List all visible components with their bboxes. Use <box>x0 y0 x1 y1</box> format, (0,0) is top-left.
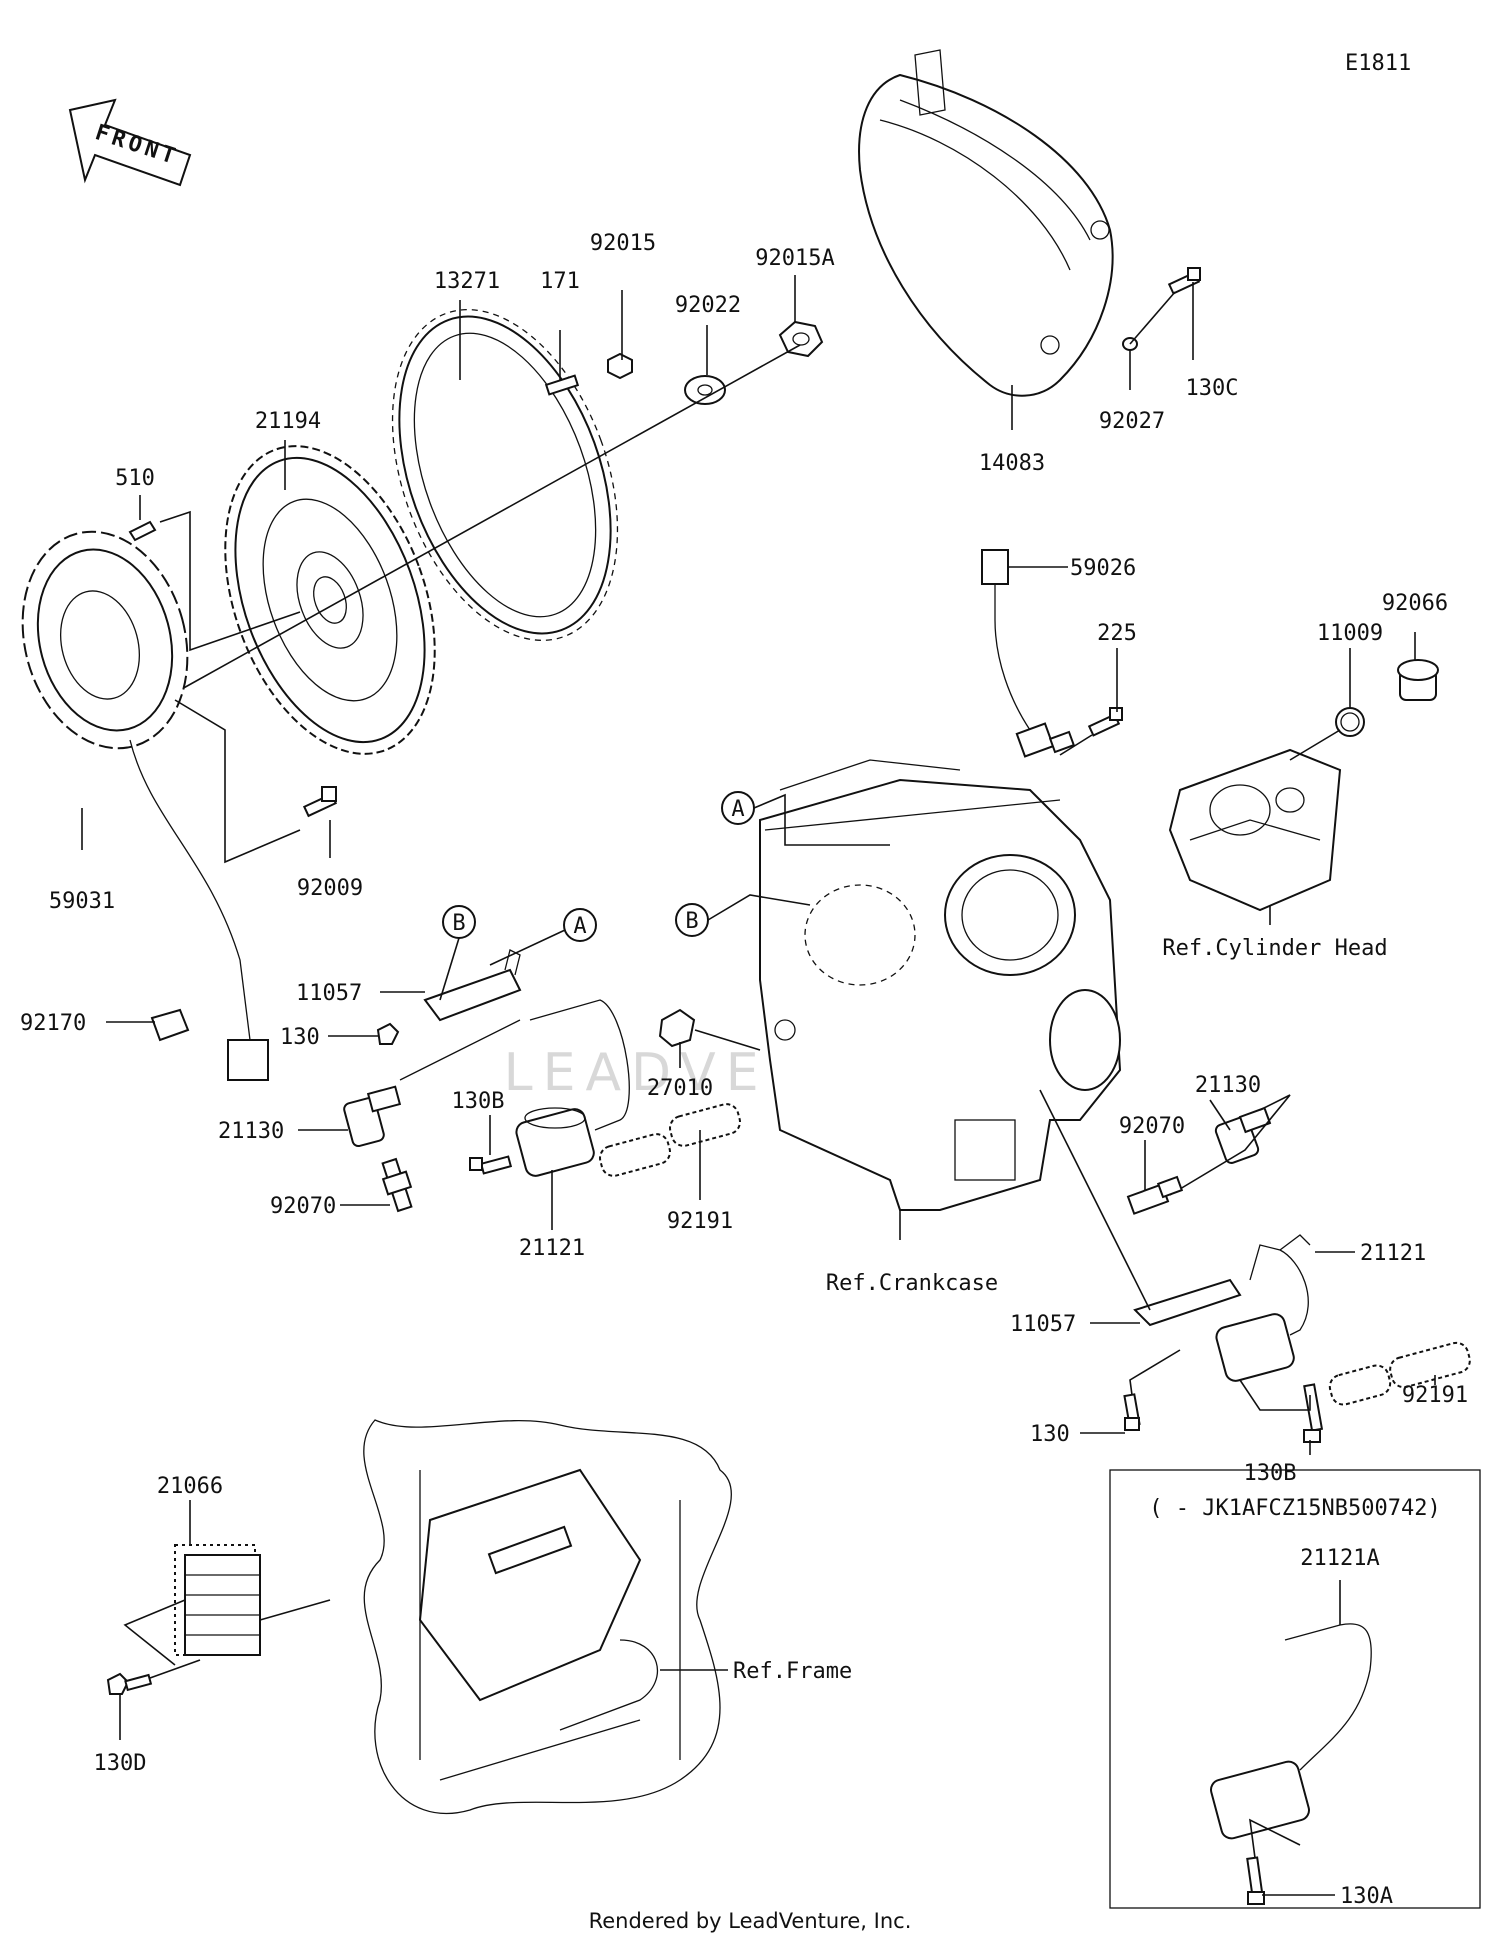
label-14083: 14083 <box>979 451 1045 476</box>
ref-crankcase: Ref.Crankcase <box>826 1271 998 1296</box>
frame <box>363 1419 733 1815</box>
bolt-130D <box>106 1672 153 1695</box>
label-92070-left: 92070 <box>270 1194 336 1219</box>
callout-b-crankcase: B <box>675 903 709 937</box>
ignition-coil-21121-right <box>1215 1234 1311 1382</box>
label-21130-right: 21130 <box>1195 1073 1261 1098</box>
svg-text:B: B <box>452 911 465 936</box>
diagram-code: E1811 <box>1345 51 1411 76</box>
label-130D: 130D <box>94 1751 147 1776</box>
inset-box <box>1109 1469 1481 1909</box>
label-21121-right: 21121 <box>1360 1241 1426 1266</box>
label-92009: 92009 <box>297 876 363 901</box>
washer-92022 <box>684 375 726 405</box>
label-92066: 92066 <box>1382 591 1448 616</box>
bolt-130C <box>1167 267 1201 295</box>
label-11057-right: 11057 <box>1010 1312 1076 1337</box>
front-arrow-icon: FRONT <box>68 98 192 187</box>
label-92015: 92015 <box>590 231 656 256</box>
label-21130-left: 21130 <box>218 1119 284 1144</box>
flywheel-21194 <box>224 445 436 755</box>
callout-b-left: B <box>442 905 476 939</box>
callout-a-left: A <box>563 908 597 942</box>
spark-plug-92070-left <box>381 1157 413 1213</box>
boot-92191-left <box>599 1103 741 1177</box>
ignition-coil-21121A <box>1210 1623 1372 1840</box>
svg-text:A: A <box>731 797 744 822</box>
regulator-21066 <box>174 1544 261 1656</box>
ref-cylinder-head: Ref.Cylinder Head <box>1162 936 1387 961</box>
spark-plug-cap-21130-right <box>1214 1106 1272 1164</box>
spark-plug-92070-right <box>1126 1175 1184 1215</box>
bolt-92009 <box>302 786 338 818</box>
label-171: 171 <box>540 269 580 294</box>
callout-a-crankcase: A <box>721 791 755 825</box>
spark-plug-cap-21130-left <box>343 1085 402 1148</box>
inset-range: ( - JK1AFCZ15NB500742) <box>1149 1496 1440 1521</box>
label-92170: 92170 <box>20 1011 86 1036</box>
label-13271: 13271 <box>434 269 500 294</box>
label-59031: 59031 <box>49 889 115 914</box>
svg-text:A: A <box>573 914 586 939</box>
bracket-11057-left <box>423 949 522 1022</box>
bolt-130-right <box>1123 1393 1141 1431</box>
label-130-left: 130 <box>280 1025 320 1050</box>
sensor-59026 <box>981 549 1076 758</box>
cover-14083 <box>858 49 1114 397</box>
label-11057-left: 11057 <box>296 981 362 1006</box>
label-92070-right: 92070 <box>1119 1114 1185 1139</box>
label-21121-left: 21121 <box>519 1236 585 1261</box>
nut-92015 <box>607 352 633 380</box>
bolt-130A <box>1246 1856 1265 1905</box>
nut-92015A <box>778 320 824 358</box>
label-92191-right: 92191 <box>1402 1383 1468 1408</box>
oil-switch-27010 <box>658 1008 696 1048</box>
label-27010: 27010 <box>647 1076 713 1101</box>
label-225: 225 <box>1097 621 1137 646</box>
label-130C: 130C <box>1186 376 1239 401</box>
label-59026: 59026 <box>1070 556 1136 581</box>
clamp-92170 <box>150 1008 190 1042</box>
label-92022: 92022 <box>675 293 741 318</box>
bolt-130-left <box>376 1022 400 1045</box>
label-130B-left: 130B <box>452 1089 505 1114</box>
label-130A: 130A <box>1340 1884 1393 1909</box>
stud-171 <box>544 374 580 396</box>
stator-59031 <box>21 530 269 1081</box>
key-510 <box>128 520 157 542</box>
label-92015A: 92015A <box>755 246 834 271</box>
label-11009: 11009 <box>1317 621 1383 646</box>
footer-credit: Rendered by LeadVenture, Inc. <box>589 1909 912 1933</box>
label-130-right: 130 <box>1030 1422 1070 1447</box>
label-92027: 92027 <box>1099 409 1165 434</box>
crankcase <box>759 759 1122 1211</box>
label-92191-left: 92191 <box>667 1209 733 1234</box>
ring-gear-13271 <box>391 309 619 641</box>
label-21194: 21194 <box>255 409 321 434</box>
plug-92066 <box>1397 659 1439 701</box>
label-510: 510 <box>115 466 155 491</box>
boot-92191-right <box>1328 1341 1471 1406</box>
label-21066: 21066 <box>157 1474 223 1499</box>
ignition-coil-21121-left <box>399 999 630 1177</box>
ref-frame: Ref.Frame <box>733 1659 852 1684</box>
bolt-130B-right <box>1303 1383 1324 1443</box>
o-ring-11009 <box>1335 707 1365 737</box>
label-130B-right: 130B <box>1244 1461 1297 1486</box>
label-21121A: 21121A <box>1300 1546 1379 1571</box>
bracket-11057-right <box>1133 1278 1242 1327</box>
svg-text:B: B <box>685 909 698 934</box>
cylinder-head <box>1168 748 1342 912</box>
bolt-130B-left <box>469 1155 513 1175</box>
bolt-225 <box>1087 707 1123 737</box>
